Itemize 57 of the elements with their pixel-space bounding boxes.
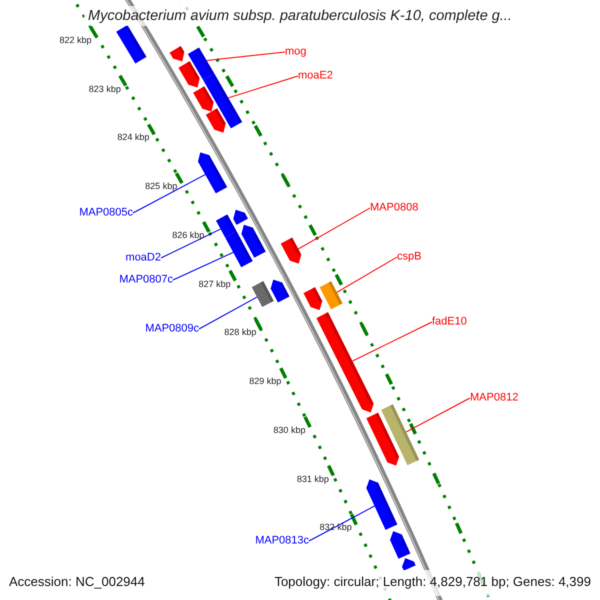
gene-bar: [188, 47, 214, 80]
gene-bar: [193, 86, 214, 112]
gene-label: MAP0812: [470, 392, 518, 404]
leader-line: [198, 296, 258, 330]
tick-label: 829 kbp: [249, 376, 282, 388]
leader-line: [228, 76, 298, 98]
gene-label: MAP0809c: [145, 322, 199, 336]
gene-bar: [206, 108, 226, 133]
gene-bar: [402, 558, 416, 571]
tick-label: 828 kbp: [224, 327, 256, 338]
leader-line: [172, 252, 234, 280]
gene-bar: [198, 152, 228, 194]
gene-label: mog: [285, 46, 306, 58]
tick-label: 824 kbp: [117, 132, 150, 144]
tick-label: 825 kbp: [145, 181, 178, 192]
tick-label: 823 kbp: [88, 84, 121, 95]
leader-line: [308, 506, 376, 542]
gene-bar: [178, 61, 200, 88]
gene-bar: [233, 210, 248, 225]
accession-text: Accession: NC_002944: [9, 574, 145, 590]
gene-bar: [280, 237, 302, 264]
gene-bar: [390, 531, 410, 559]
gene-label: MAP0813c: [255, 534, 309, 548]
gene-bar: [366, 479, 398, 530]
leader-line: [206, 52, 286, 62]
gene-bar: [116, 24, 147, 64]
gene-label: MAP0807c: [119, 274, 173, 286]
leader-line: [406, 398, 470, 432]
gene-label: MAP0805c: [79, 206, 133, 220]
leader-line: [160, 228, 222, 258]
leader-line: [132, 174, 206, 214]
tick-label: 832 kbp: [320, 522, 352, 534]
gene-bar: [241, 224, 266, 258]
gene-bar: [320, 281, 343, 310]
leader-line: [298, 208, 370, 250]
genome-info-text: Topology: circular; Length: 4,829,781 bp; Genes: 4,399: [274, 574, 591, 590]
gene-label: moaD2: [126, 252, 161, 264]
tick-label: 831 kbp: [296, 474, 329, 485]
gene-label: MAP0808: [370, 202, 418, 214]
gene-bar: [252, 281, 274, 307]
gene-bar: [170, 46, 184, 62]
gene-bar: [270, 280, 290, 303]
gene-label: fadE10: [432, 316, 467, 328]
gene-label: moaE2: [298, 70, 333, 82]
gene-bar: [381, 404, 420, 466]
gene-label: cspB: [397, 250, 422, 264]
leader-line: [336, 256, 398, 293]
leader-line: [352, 322, 432, 362]
gene-bar: [225, 231, 253, 268]
tick-label: 826 kbp: [172, 230, 204, 241]
gene-bar: [203, 74, 242, 128]
tick-label: 830 kbp: [273, 424, 306, 436]
gene-bar: [316, 312, 374, 412]
tick-label: 827 kbp: [198, 278, 231, 290]
gene-bar: [366, 412, 400, 466]
gene-bar: [303, 287, 322, 310]
tick-label: 822 kbp: [60, 34, 92, 46]
